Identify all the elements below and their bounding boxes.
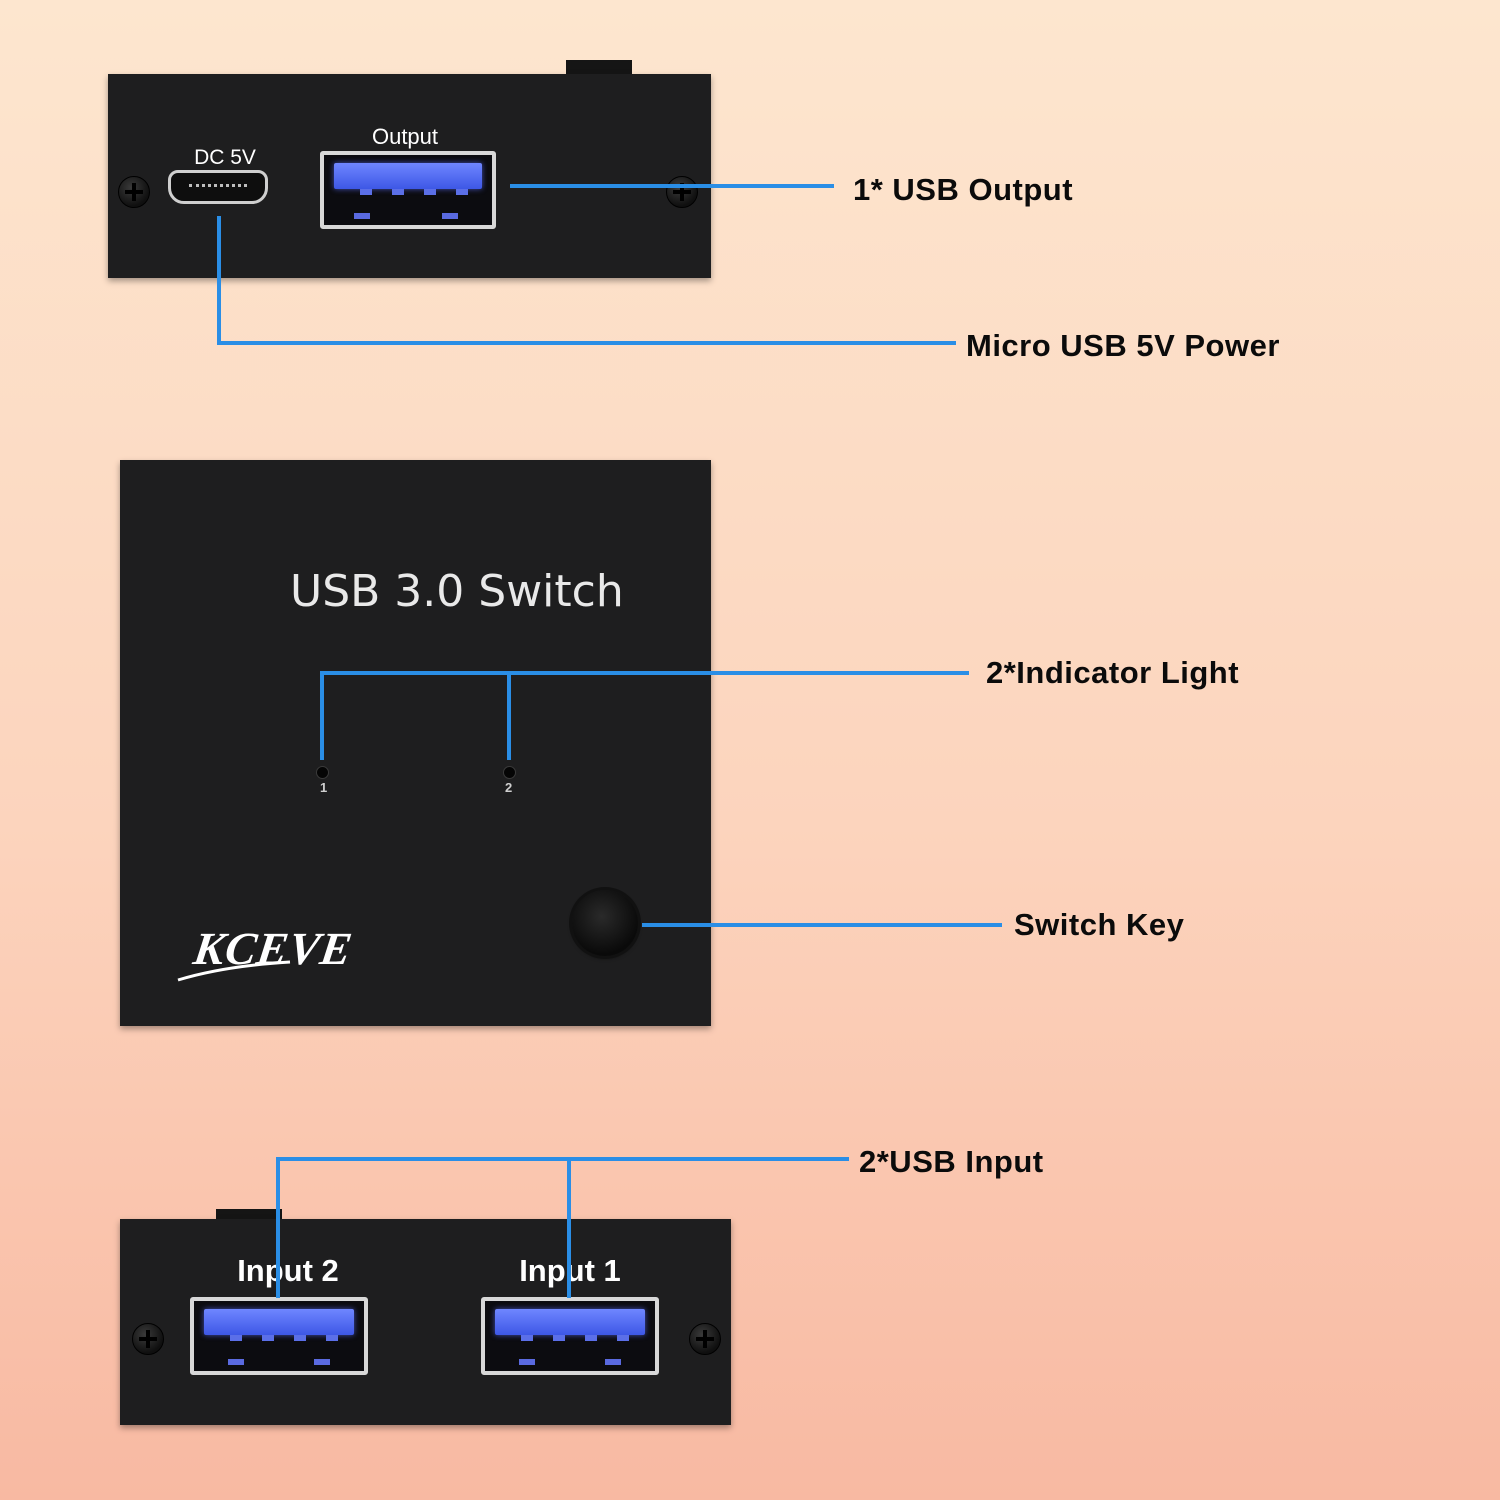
usb-input-2-port (190, 1297, 368, 1375)
dc-5v-label: DC 5V (194, 146, 256, 169)
callout-switch-key: Switch Key (1014, 907, 1185, 942)
screw-icon (132, 1323, 164, 1355)
micro-usb-port (168, 170, 268, 204)
usb-tongue (495, 1309, 645, 1335)
power-leader-line (217, 216, 956, 345)
callout-usb-input: 2*USB Input (859, 1144, 1044, 1179)
input-side-panel: Input 2 Input 1 (120, 1219, 731, 1425)
usb-input-leader-line-2 (276, 1157, 849, 1298)
led-2-number: 2 (505, 780, 513, 795)
output-side-panel: DC 5V Output (108, 74, 711, 278)
callout-indicator-light: 2*Indicator Light (986, 655, 1240, 690)
brand-swoosh-icon (177, 960, 291, 982)
indicator-leader-line-1 (320, 671, 969, 760)
screw-icon (689, 1323, 721, 1355)
indicator-led-1 (316, 766, 329, 779)
switch-front-panel: USB 3.0 Switch 1 2 KCEVE (120, 460, 711, 1026)
usb-tongue (204, 1309, 354, 1335)
top-tab (566, 60, 632, 78)
usb-tongue (334, 163, 482, 189)
callout-usb-output: 1* USB Output (853, 172, 1074, 207)
indicator-led-2 (503, 766, 516, 779)
device-title: USB 3.0 Switch (290, 566, 624, 617)
callout-micro-usb-power: Micro USB 5V Power (966, 328, 1280, 363)
screw-icon (666, 176, 698, 208)
usb-output-port (320, 151, 496, 229)
screw-icon (118, 176, 150, 208)
micro-usb-contacts (189, 184, 247, 192)
output-label: Output (371, 124, 439, 149)
led-1-number: 1 (320, 780, 328, 795)
input-2-label: Input 2 (237, 1253, 339, 1288)
usb-input-1-port (481, 1297, 659, 1375)
switch-key-button (572, 890, 638, 956)
